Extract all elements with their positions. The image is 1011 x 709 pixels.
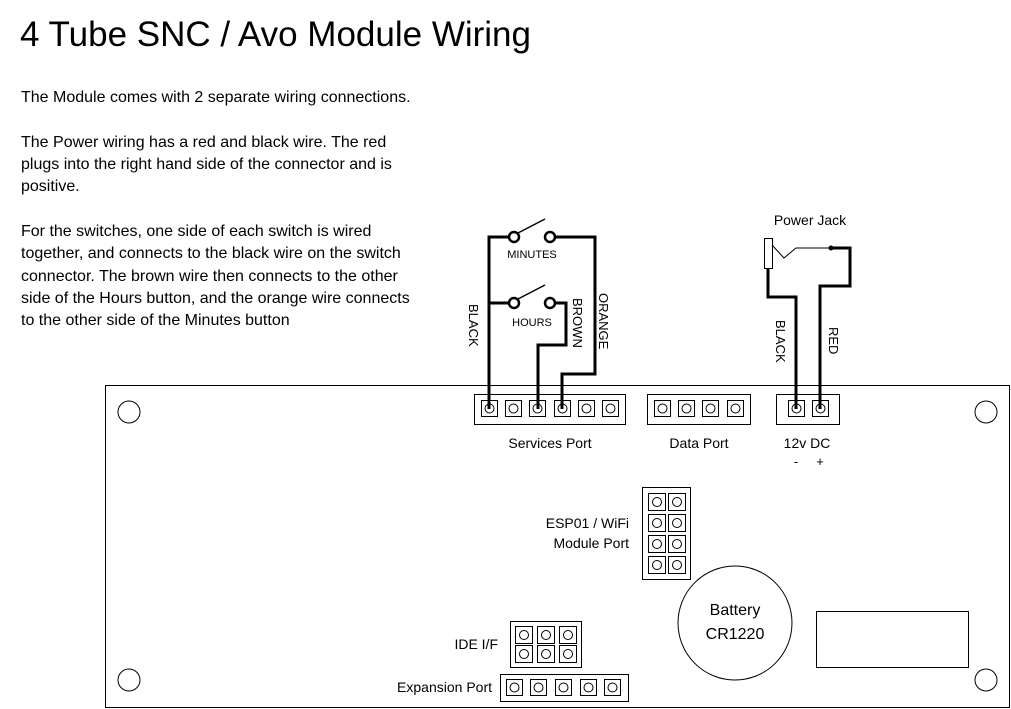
mounting-hole bbox=[974, 400, 998, 424]
ide-label: IDE I/F bbox=[454, 636, 498, 652]
page-title: 4 Tube SNC / Avo Module Wiring bbox=[20, 15, 531, 54]
power-black-wire bbox=[766, 268, 798, 409]
mounting-hole bbox=[117, 400, 141, 424]
power-port bbox=[776, 394, 840, 425]
black-wire bbox=[487, 235, 509, 409]
data-port-label: Data Port bbox=[669, 435, 728, 451]
switch-wiring-text: side of the Hours button, and the orange… bbox=[21, 290, 410, 307]
power-red-label: RED bbox=[826, 327, 841, 354]
hours-switch-label: HOURS bbox=[512, 317, 552, 329]
display-module bbox=[816, 611, 969, 668]
esp01-label: ESP01 / WiFi bbox=[546, 515, 629, 531]
switch-wiring-text: For the switches, one side of each switc… bbox=[21, 223, 372, 240]
switch-wiring-text: to the other side of the Minutes button bbox=[21, 312, 290, 329]
brown-wire bbox=[536, 301, 568, 409]
orange-wire bbox=[555, 235, 597, 409]
ide-port bbox=[510, 621, 582, 668]
battery bbox=[677, 565, 793, 681]
power-wires bbox=[766, 246, 852, 409]
power-wiring-text: The Power wiring has a red and black wir… bbox=[21, 134, 387, 151]
switch-wiring-text: together, and connects to the black wire… bbox=[21, 245, 401, 262]
minus-label: - bbox=[794, 454, 798, 469]
power-jack bbox=[764, 238, 834, 269]
brown-wire-label: BROWN bbox=[570, 298, 585, 348]
intro-text: The Module comes with 2 separate wiring … bbox=[21, 89, 411, 106]
minutes-switch bbox=[507, 218, 557, 244]
power-port-label: 12v DC bbox=[784, 435, 831, 451]
services-port bbox=[474, 394, 626, 425]
expansion-port bbox=[500, 674, 629, 702]
power-black-label: BLACK bbox=[773, 320, 788, 363]
services-port-label: Services Port bbox=[508, 435, 591, 451]
plus-label: + bbox=[816, 454, 824, 469]
data-port bbox=[647, 394, 751, 425]
minutes-switch-label: MINUTES bbox=[507, 249, 557, 261]
expansion-port-label: Expansion Port bbox=[397, 679, 492, 695]
hours-switch bbox=[507, 284, 557, 310]
power-wiring-text: positive. bbox=[21, 178, 80, 195]
esp01-port bbox=[642, 487, 691, 580]
esp01-label: Module Port bbox=[554, 535, 630, 551]
power-jack-label: Power Jack bbox=[774, 212, 847, 228]
power-red-wire bbox=[818, 246, 852, 409]
orange-wire-label: ORANGE bbox=[596, 293, 611, 350]
switch-wires bbox=[487, 235, 597, 409]
black-wire-label: BLACK bbox=[466, 304, 481, 347]
circuit-board bbox=[105, 385, 1010, 708]
switch-wiring-text: connector. The brown wire then connects … bbox=[21, 268, 398, 285]
battery-label: CR1220 bbox=[706, 626, 765, 643]
mounting-hole bbox=[974, 668, 998, 692]
power-wiring-text: plugs into the right hand side of the co… bbox=[21, 156, 392, 173]
battery-label: Battery bbox=[710, 602, 761, 619]
mounting-hole bbox=[117, 668, 141, 692]
